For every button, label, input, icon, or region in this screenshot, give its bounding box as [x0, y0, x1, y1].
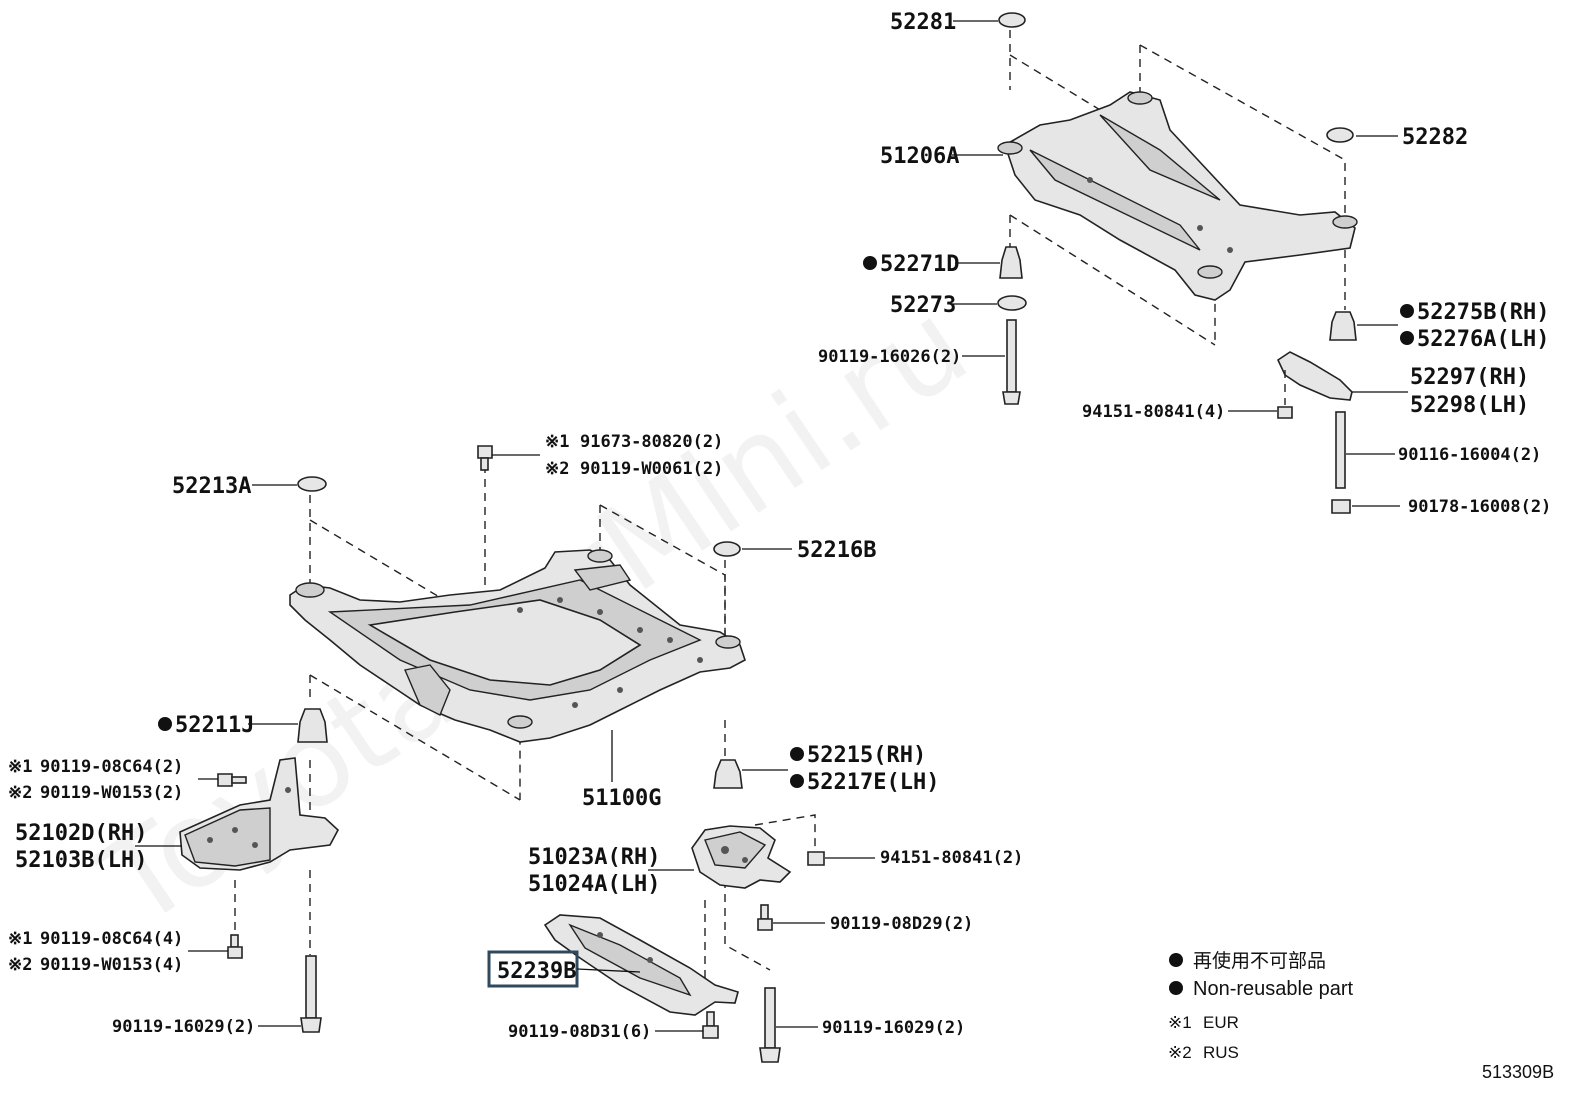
- label-90119-16029-right: 90119-16029(2): [822, 1018, 965, 1038]
- legend-non-reusable-en: Non-reusable part: [1193, 978, 1354, 1000]
- washer-52281[interactable]: [998, 12, 1026, 28]
- label-52275B: 52275B(RH): [1417, 300, 1549, 325]
- label-52273: 52273: [890, 293, 956, 318]
- label-51100G: 51100G: [582, 786, 661, 811]
- label-51023A: 51023A(RH): [528, 845, 660, 870]
- label-90119-16029-left: 90119-16029(2): [112, 1017, 255, 1037]
- label-52281: 52281: [890, 10, 956, 35]
- prefix-90119-08C64-b: ※1: [8, 929, 32, 949]
- label-90119-W0061: 90119-W0061(2): [580, 459, 723, 479]
- label-52215: 52215(RH): [807, 743, 926, 768]
- label-51206A: 51206A: [880, 144, 959, 169]
- bolt-90119-16029-left[interactable]: [300, 955, 322, 1033]
- washer-52216B[interactable]: [713, 541, 741, 557]
- legend-note1-mark: ※1: [1168, 1013, 1192, 1032]
- prefix-90119-08C64-a: ※1: [8, 757, 32, 777]
- bolt-90119-16029-right[interactable]: [759, 987, 781, 1063]
- bracket-51023A-51024A[interactable]: [691, 825, 792, 889]
- label-90116-16004: 90116-16004(2): [1398, 445, 1541, 465]
- label-90119-08C64-b: 90119-08C64(4): [40, 929, 183, 949]
- label-90119-16026: 90119-16026(2): [818, 347, 961, 367]
- non-reusable-mark-52217E: [790, 774, 804, 788]
- label-94151-front: 94151-80841(2): [880, 848, 1023, 868]
- bushing-52275B-52276A[interactable]: [1329, 311, 1357, 341]
- prefix-91673: ※1: [545, 432, 569, 452]
- label-52282: 52282: [1402, 125, 1468, 150]
- label-51024A: 51024A(LH): [528, 872, 660, 897]
- label-90119-W0153-b: 90119-W0153(4): [40, 955, 183, 975]
- washer-52273[interactable]: [997, 295, 1027, 311]
- label-52297: 52297(RH): [1410, 365, 1529, 390]
- legend-non-reusable-jp: 再使用不可部品: [1193, 950, 1326, 972]
- bolt-90119-08C64-upper[interactable]: [217, 773, 247, 787]
- label-90119-W0153-a: 90119-W0153(2): [40, 783, 183, 803]
- prefix-90119-W0061: ※2: [545, 459, 569, 479]
- label-52298: 52298(LH): [1410, 393, 1529, 418]
- legend-note2: RUS: [1203, 1043, 1239, 1062]
- label-90119-08C64-a: 90119-08C64(2): [40, 757, 183, 777]
- label-91673-80820: 91673-80820(2): [580, 432, 723, 452]
- rear-crossmember-group: 52281 51206A 52282 52271D 52273 90119-16…: [818, 10, 1551, 517]
- label-52103B: 52103B(LH): [15, 848, 147, 873]
- non-reusable-mark-52271D: [863, 256, 877, 270]
- label-52217E: 52217E(LH): [807, 770, 939, 795]
- bolt-90119-08C64-lower[interactable]: [227, 934, 243, 959]
- bolt-91673-80820[interactable]: [477, 445, 493, 471]
- rear-crossmember-part[interactable]: [997, 91, 1358, 301]
- washer-52213A[interactable]: [297, 476, 327, 492]
- label-52102D: 52102D(RH): [15, 821, 147, 846]
- bolt-90119-16026[interactable]: [1002, 319, 1021, 405]
- label-52211J: 52211J: [175, 713, 254, 738]
- legend-bullet-en: [1169, 981, 1183, 995]
- diagram-id: 513309B: [1482, 1062, 1554, 1082]
- non-reusable-mark-52276A: [1400, 331, 1414, 345]
- bushing-52271D[interactable]: [999, 246, 1023, 279]
- bushing-52215-52217E[interactable]: [713, 759, 743, 789]
- washer-52282[interactable]: [1326, 127, 1354, 143]
- label-90119-08D31: 90119-08D31(6): [508, 1022, 651, 1042]
- bolt-90119-08D29[interactable]: [757, 904, 773, 931]
- legend: 再使用不可部品 Non-reusable part ※1 EUR ※2 RUS: [1168, 950, 1354, 1062]
- label-90178-16008: 90178-16008(2): [1408, 497, 1551, 517]
- legend-note2-mark: ※2: [1168, 1043, 1192, 1062]
- non-reusable-mark-52215: [790, 747, 804, 761]
- non-reusable-mark-52275B: [1400, 304, 1414, 318]
- bracket-52102D-52103B[interactable]: [179, 757, 339, 871]
- non-reusable-mark-52211J: [158, 717, 172, 731]
- bolt-90119-08D31[interactable]: [702, 1011, 719, 1039]
- nut-94151-rear[interactable]: [1277, 406, 1293, 419]
- label-52271D: 52271D: [880, 252, 959, 277]
- label-52276A: 52276A(LH): [1417, 327, 1549, 352]
- plate-52239B[interactable]: [543, 914, 739, 1016]
- bushing-52211J[interactable]: [297, 708, 328, 743]
- legend-bullet-jp: [1169, 953, 1183, 967]
- prefix-90119-W0153-a: ※2: [8, 783, 32, 803]
- front-crossmember-group: 51100G ※1 91673-80820(2) ※2 90119-W0061(…: [8, 432, 1023, 1063]
- bracket-52297-52298[interactable]: [1276, 351, 1353, 401]
- nut-90178-16008[interactable]: [1331, 499, 1351, 514]
- front-crossmember-part[interactable]: [289, 549, 746, 743]
- stud-90116-16004[interactable]: [1335, 411, 1346, 489]
- nut-94151-front[interactable]: [807, 851, 825, 866]
- label-52213A: 52213A: [172, 474, 251, 499]
- label-52239B: 52239B: [497, 959, 576, 984]
- legend-note1: EUR: [1203, 1013, 1239, 1032]
- label-94151-rear: 94151-80841(4): [1082, 402, 1225, 422]
- label-52216B: 52216B: [797, 538, 876, 563]
- prefix-90119-W0153-b: ※2: [8, 955, 32, 975]
- label-90119-08D29: 90119-08D29(2): [830, 914, 973, 934]
